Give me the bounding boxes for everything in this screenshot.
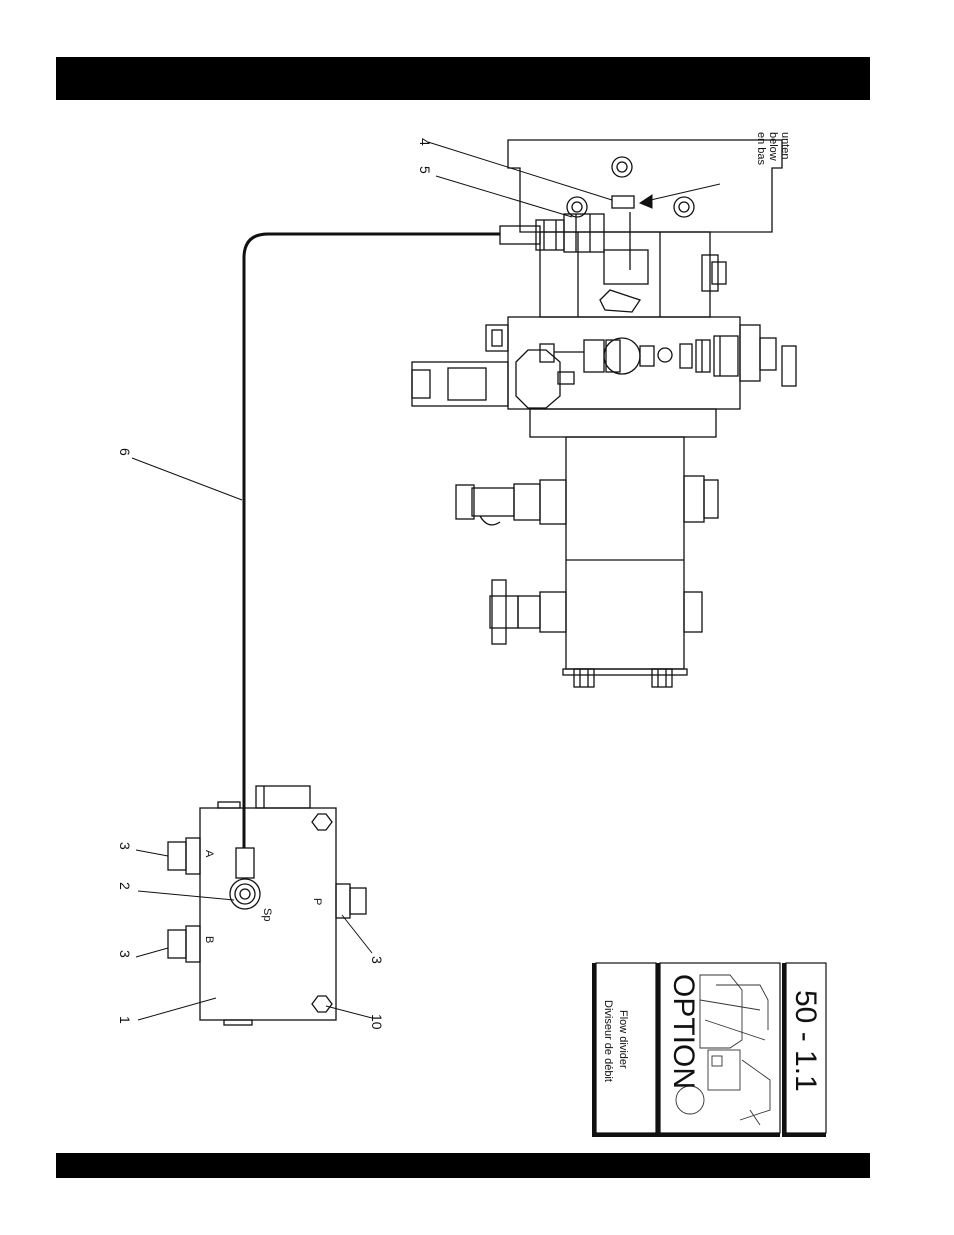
upper-body — [540, 232, 710, 317]
location-note-fr: en bas — [755, 132, 767, 166]
pipe-6 — [244, 234, 500, 848]
callout-6: 6 — [117, 448, 133, 456]
option-label: OPTION — [667, 974, 700, 1089]
callout-4: 4 — [417, 138, 433, 146]
hex-plug — [312, 814, 332, 830]
mounting-plate — [508, 140, 782, 232]
center-block — [508, 317, 740, 409]
callout-3-a: 3 — [117, 842, 133, 850]
callout-5: 5 — [417, 166, 433, 174]
cartridge-body — [566, 437, 684, 669]
port-b-fitting — [168, 930, 186, 958]
port-label-sp: Sp — [261, 908, 273, 921]
caption-fr: Diviseur de débit — [602, 1000, 614, 1082]
callout-1: 1 — [117, 1016, 133, 1024]
leader-lines — [132, 142, 720, 1020]
callout-10: 10 — [369, 1014, 385, 1030]
title-block: 50 - 1.1 OPTION Flow divider Diviseur de… — [592, 963, 826, 1137]
port-p-fitting — [336, 884, 350, 918]
port-a-fitting — [168, 842, 186, 870]
location-note-en: below — [767, 132, 779, 161]
port-label-p: P — [311, 898, 323, 905]
page-number: 50 - 1.1 — [789, 990, 822, 1092]
plug-4 — [612, 196, 634, 208]
port-label-a: A — [203, 850, 215, 858]
caption-en: Flow divider — [617, 1010, 629, 1069]
port-label-b: B — [203, 936, 215, 943]
flow-divider — [168, 786, 366, 1025]
location-note-de: unten — [779, 132, 791, 160]
callout-3-b: 3 — [117, 950, 133, 958]
callout-3-c: 3 — [369, 956, 385, 964]
hex-plug-10 — [312, 996, 332, 1012]
callout-2: 2 — [117, 882, 133, 890]
valve-assembly — [412, 140, 796, 687]
mounting-hole — [612, 157, 632, 177]
mounting-hole — [674, 197, 694, 217]
